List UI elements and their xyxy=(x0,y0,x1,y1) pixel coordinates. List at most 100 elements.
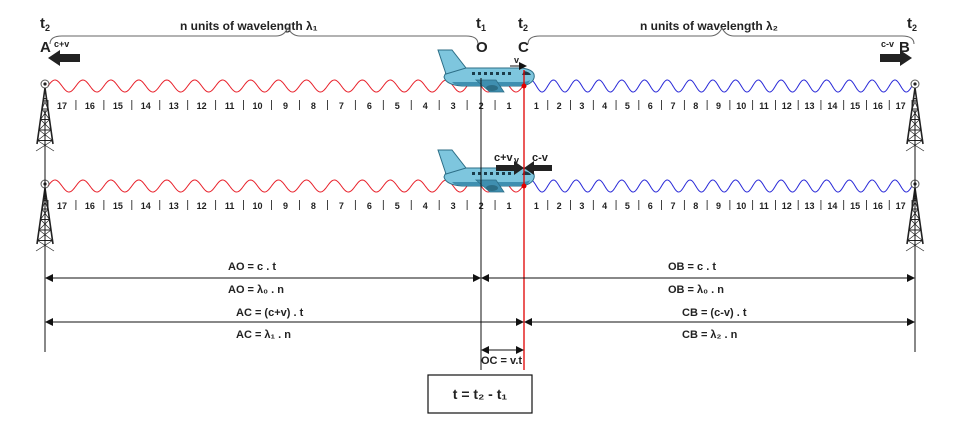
wave-number-left: 8 xyxy=(311,201,316,211)
marker-c-row2 xyxy=(521,183,527,189)
wave-number-right: 4 xyxy=(602,201,607,211)
wave-number-left: 13 xyxy=(169,101,179,111)
wave-number-left: 16 xyxy=(85,201,95,211)
wave-number-right: 10 xyxy=(736,201,746,211)
plane-speed-label-row1: v xyxy=(514,55,519,65)
t2-label-c: t2 xyxy=(518,15,528,33)
t2-label-a: t2 xyxy=(40,15,50,33)
wave-number-left: 15 xyxy=(113,201,123,211)
wave-number-right: 5 xyxy=(625,201,630,211)
wave-number-left: 3 xyxy=(451,201,456,211)
wave-number-right: 12 xyxy=(782,101,792,111)
wave-number-right: 1 xyxy=(534,101,539,111)
wave-number-right: 7 xyxy=(670,201,675,211)
wave-number-left: 11 xyxy=(225,101,235,111)
formula-text: t = t₂ - t₁ xyxy=(453,386,508,402)
wave-number-left: 3 xyxy=(451,101,456,111)
wave-number-right: 13 xyxy=(805,201,815,211)
wave-number-right: 8 xyxy=(693,101,698,111)
wave-number-right: 15 xyxy=(850,101,860,111)
eq-ob-ct: OB = c . t xyxy=(668,261,716,273)
wave-number-left: 12 xyxy=(197,101,207,111)
right-span-label: n units of wavelength λ₂ xyxy=(640,19,778,33)
wave-number-left: 7 xyxy=(339,101,344,111)
eq-oc: OC = v.t xyxy=(481,355,522,367)
header: t2 A c+v n units of wavelength λ₁ n unit… xyxy=(40,15,917,56)
wave-number-right: 14 xyxy=(827,101,837,111)
wave-number-right: 4 xyxy=(602,101,607,111)
tower-b-row2-icon xyxy=(905,179,925,252)
wave-number-left: 6 xyxy=(367,201,372,211)
eq-cb-ln: CB = λ₂ . n xyxy=(682,329,738,341)
wave-number-right: 14 xyxy=(827,201,837,211)
point-a-label: A xyxy=(40,39,51,56)
wave-number-right: 16 xyxy=(873,101,883,111)
wave-number-left: 8 xyxy=(311,101,316,111)
wave-number-right: 9 xyxy=(716,101,721,111)
eq-ac-ln: AC = λ₁ . n xyxy=(236,329,291,341)
wave-number-left: 5 xyxy=(395,201,400,211)
red-wave-row2 xyxy=(47,179,524,193)
wave-number-right: 3 xyxy=(579,101,584,111)
point-b-label: B xyxy=(899,39,910,56)
wave-number-left: 12 xyxy=(197,201,207,211)
row2-right-speed-label: c-v xyxy=(532,152,549,164)
wave-number-left: 11 xyxy=(225,201,235,211)
wave-number-left: 9 xyxy=(283,101,288,111)
eq-ac-ct: AC = (c+v) . t xyxy=(236,307,304,319)
t1-label-o: t1 xyxy=(476,15,486,33)
wave-number-left: 6 xyxy=(367,101,372,111)
wave-number-left: 10 xyxy=(253,101,263,111)
wave-number-right: 2 xyxy=(557,201,562,211)
red-wave-row1 xyxy=(47,79,524,93)
row2-left-arrow-icon xyxy=(524,161,552,175)
wave-number-right: 12 xyxy=(782,201,792,211)
wave-number-left: 14 xyxy=(141,101,151,111)
left-speed-label: c+v xyxy=(54,39,69,49)
point-c-label: C xyxy=(518,39,529,56)
wave-number-left: 4 xyxy=(423,201,428,211)
wave-number-left: 14 xyxy=(141,201,151,211)
tower-a-row1-icon xyxy=(35,79,55,152)
wave-number-left: 16 xyxy=(85,101,95,111)
wave-number-left: 15 xyxy=(113,101,123,111)
wave-number-right: 8 xyxy=(693,201,698,211)
t2-label-b: t2 xyxy=(907,15,917,33)
blue-wave-row1 xyxy=(524,79,913,93)
wave-number-right: 6 xyxy=(648,101,653,111)
wave-number-right: 3 xyxy=(579,201,584,211)
wave-number-left: 1 xyxy=(507,101,512,111)
wave-number-left: 9 xyxy=(283,201,288,211)
wave-number-left: 13 xyxy=(169,201,179,211)
wave-number-left: 17 xyxy=(57,101,67,111)
row2-plane-speed-label: v xyxy=(514,155,519,165)
wave-number-right: 16 xyxy=(873,201,883,211)
wave-number-right: 9 xyxy=(716,201,721,211)
marker-c-row1 xyxy=(521,83,527,89)
wave-number-right: 7 xyxy=(670,101,675,111)
wave-number-right: 11 xyxy=(759,201,769,211)
eq-ob-ln: OB = λ₀ . n xyxy=(668,284,724,296)
wave-number-left: 1 xyxy=(507,201,512,211)
eq-ao-ln: AO = λ₀ . n xyxy=(228,284,284,296)
right-speed-label: c-v xyxy=(881,39,894,49)
wave-number-left: 4 xyxy=(423,101,428,111)
wave-number-right: 1 xyxy=(534,201,539,211)
wave-group xyxy=(47,79,913,193)
row2-left-speed-label: c+v xyxy=(494,152,514,164)
wave-number-right: 2 xyxy=(557,101,562,111)
wave-number-right: 17 xyxy=(896,101,906,111)
wave-number-left: 5 xyxy=(395,101,400,111)
wave-number-group: 1716151413121110987654321123456789101112… xyxy=(47,100,913,211)
wave-number-left: 7 xyxy=(339,201,344,211)
wave-number-right: 17 xyxy=(896,201,906,211)
point-o-label: O xyxy=(476,39,488,56)
formula-box xyxy=(427,374,533,414)
eq-ao-ct: AO = c . t xyxy=(228,261,276,273)
eq-cb-ct: CB = (c-v) . t xyxy=(682,307,747,319)
wave-number-right: 10 xyxy=(736,101,746,111)
row2-right-arrow-icon xyxy=(496,161,524,175)
wave-number-right: 5 xyxy=(625,101,630,111)
blue-wave-row2 xyxy=(524,179,913,193)
